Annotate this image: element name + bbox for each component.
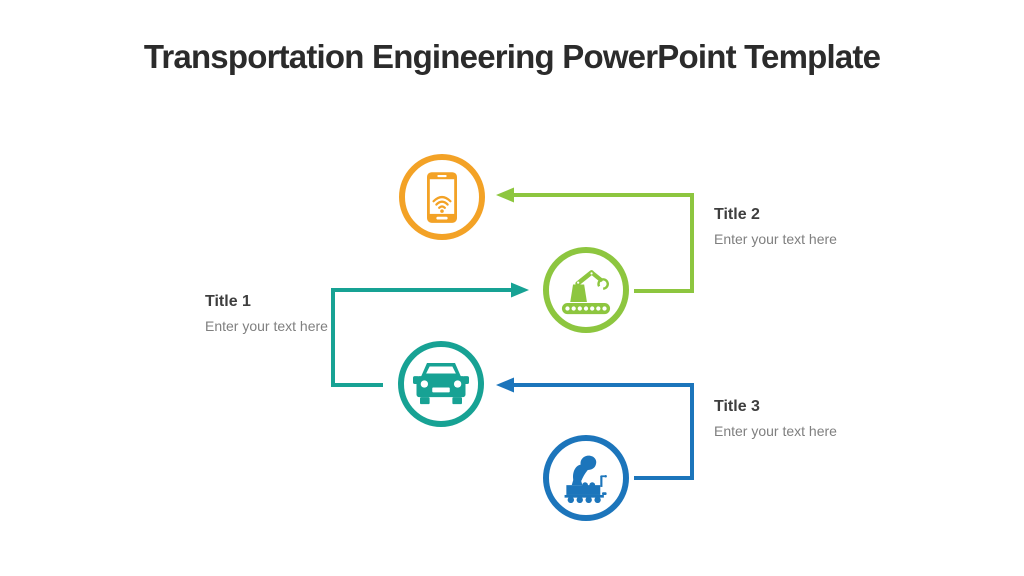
- label-text-placeholder[interactable]: Enter your text here: [205, 318, 328, 334]
- excavator-icon: [561, 270, 611, 315]
- steam-train-icon: [564, 455, 607, 503]
- label-block-1[interactable]: Title 1 Enter your text here: [205, 293, 365, 334]
- wifi-icon: [432, 195, 452, 209]
- label-title[interactable]: Title 1: [205, 293, 251, 310]
- car-icon: [413, 363, 469, 405]
- node-train[interactable]: [543, 435, 629, 521]
- arrow-head-right: [511, 282, 529, 298]
- label-text-placeholder[interactable]: Enter your text here: [714, 423, 837, 439]
- arrow-head-left: [496, 187, 514, 203]
- label-text-placeholder[interactable]: Enter your text here: [714, 231, 837, 247]
- slide-title: Transportation Engineering PowerPoint Te…: [143, 38, 881, 75]
- label-block-2[interactable]: Title 2 Enter your text here: [714, 206, 874, 247]
- node-car[interactable]: [398, 341, 484, 427]
- arrow-head-left: [496, 377, 514, 393]
- smartphone-icon: [427, 171, 457, 223]
- node-excavator[interactable]: [543, 247, 629, 333]
- label-title[interactable]: Title 2: [714, 206, 760, 223]
- label-block-3[interactable]: Title 3 Enter your text here: [714, 398, 874, 439]
- label-title[interactable]: Title 3: [714, 398, 760, 415]
- node-smartphone[interactable]: [399, 154, 485, 240]
